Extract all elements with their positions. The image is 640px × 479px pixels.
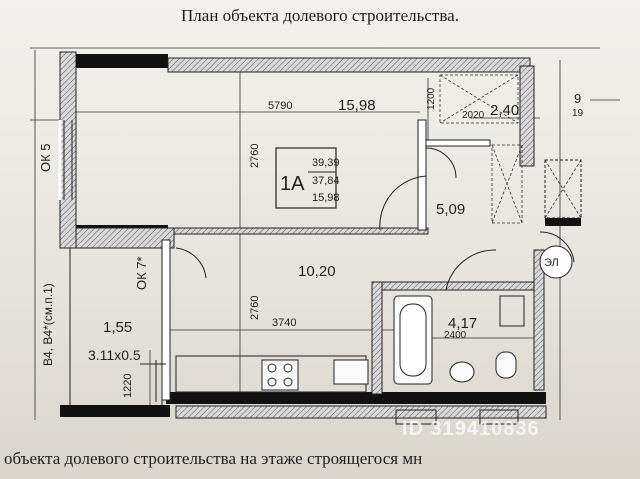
dim-loggia-width: 1220 [122, 374, 134, 398]
door-swings [175, 147, 575, 291]
watermark-id: ID 319410836 [402, 418, 540, 440]
room-area-kitchen: 10,20 [298, 263, 336, 280]
axis-label-sub: 19 [572, 108, 584, 119]
dim-bottom-height: 2760 [249, 296, 261, 320]
room-area-wardrobe: 2,40 [490, 102, 519, 119]
dim-corr-small: 1200 [426, 87, 437, 110]
room-area-living: 15,98 [338, 97, 376, 114]
electric-panel-label: ЭЛ [544, 257, 559, 269]
apartment-living-total: 37,84 [312, 175, 340, 187]
window-label-ok7: ОК 7* [134, 256, 149, 290]
dim-top-height: 2760 [249, 144, 261, 168]
loggia-size-label: 3.11x0.5 [88, 347, 141, 363]
dim-top-width: 5790 [268, 100, 292, 112]
apartment-living-area: 15,98 [312, 192, 340, 204]
dim-wardrobe-width: 2020 [462, 110, 485, 121]
apartment-label-box [275, 147, 337, 209]
plan-title: План объекта долевого строительства. [181, 6, 459, 25]
apartment-total-area: 39,39 [312, 157, 340, 169]
dim-bath-width: 2400 [444, 330, 467, 341]
window-label-ok5: ОК 5 [38, 143, 53, 172]
footer-caption: объекта долевого строительства на этаже … [4, 449, 423, 468]
room-area-loggia: 1,55 [103, 319, 132, 336]
furniture [140, 245, 573, 425]
loggia-type-label: В4, В4*(см.п.1) [41, 283, 55, 366]
dim-bottom-width: 3740 [272, 317, 296, 329]
room-area-bath: 4,17 [448, 315, 477, 332]
apartment-name: 1А [280, 173, 305, 195]
axis-label-top: 9 [574, 91, 581, 106]
walls [58, 51, 582, 419]
room-area-hall: 5,09 [436, 201, 465, 218]
